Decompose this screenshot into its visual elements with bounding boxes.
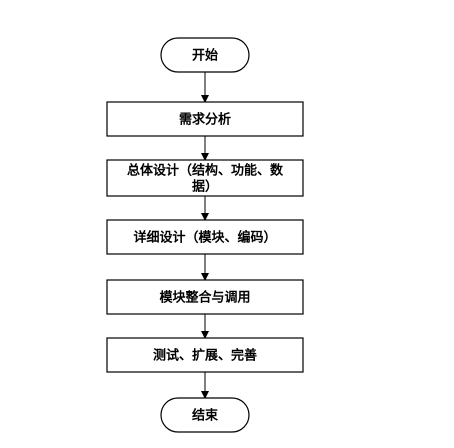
process-box xyxy=(106,337,304,373)
node-detail-design: 详细设计（模块、编码） xyxy=(106,219,304,255)
node-label: 需求分析 xyxy=(179,112,231,128)
process-box xyxy=(106,219,304,255)
node-overall-design: 总体设计（结构、功能、数据） xyxy=(106,159,304,197)
terminal-shape xyxy=(160,397,250,433)
node-requirements: 需求分析 xyxy=(106,101,304,137)
node-label: 开始 xyxy=(192,48,218,64)
node-label: 据） xyxy=(192,179,218,195)
process-box xyxy=(106,159,304,197)
node-label: 模块整合与调用 xyxy=(159,290,250,306)
node-label: 结束 xyxy=(192,408,219,424)
process-box xyxy=(106,101,304,137)
process-box xyxy=(106,279,304,315)
node-integration: 模块整合与调用 xyxy=(106,279,304,315)
node-start: 开始 xyxy=(160,37,250,73)
node-label: 总体设计（结构、功能、数 xyxy=(127,163,284,179)
node-label: 详细设计（模块、编码） xyxy=(133,230,276,246)
node-end: 结束 xyxy=(160,397,250,433)
terminal-shape xyxy=(160,37,250,73)
node-testing: 测试、扩展、完善 xyxy=(106,337,304,373)
node-label: 测试、扩展、完善 xyxy=(153,348,257,364)
